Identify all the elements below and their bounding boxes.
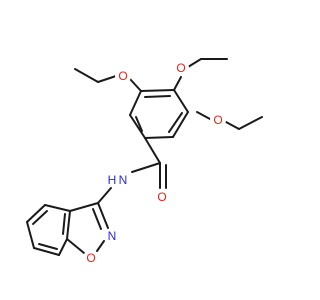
bond-otop-ring: [173, 76, 182, 91]
nitrogen-isoxazole: N: [104, 228, 120, 244]
bond-benzo-e: [58, 238, 68, 256]
bond-oright-ch2: [225, 121, 240, 130]
nitrogen-amide: H N: [108, 171, 128, 189]
bond-benzo-b: [26, 204, 46, 223]
bond-layer: [26, 58, 263, 256]
bond-ethyl-left-ch2: [97, 75, 117, 83]
bond-ring1-b: [173, 89, 189, 113]
atom-n-amide-label: N: [119, 173, 128, 187]
molecule-diagram: O O O O H N N O: [26, 58, 263, 266]
oxygen-isoxazole: O: [83, 250, 99, 266]
bond-ring1-d: [144, 136, 174, 139]
atom-o-isoxazole-label: O: [86, 251, 95, 265]
atom-o-ethoxy-top-label: O: [176, 61, 185, 75]
bond-benzo-c: [26, 221, 35, 249]
oxygen-ethoxy-left: O: [115, 68, 131, 84]
bond-c3-n2-inner: [92, 208, 102, 230]
bond-c3-n2: [97, 202, 109, 229]
bond-benzo-inner-2: [38, 243, 58, 250]
bond-carbonyl-n: [131, 162, 161, 173]
atom-o-ethoxy-right-label: O: [213, 113, 222, 127]
bond-ring1-inner-2: [168, 112, 183, 133]
bond-benzo-a: [44, 204, 71, 212]
bond-otop-ch2: [187, 58, 202, 68]
bond-ring1-inner-3: [135, 116, 143, 132]
oxygen-ethoxy-top: O: [173, 60, 189, 76]
bond-n-c3: [97, 187, 112, 204]
bond-ethyl-left-ch3: [74, 68, 99, 83]
bond-ethyl-right-ch3: [238, 116, 263, 130]
bond-ring1-inner-1: [144, 95, 171, 98]
atom-h-amide-label: H: [108, 173, 117, 187]
bond-o1-n2: [96, 240, 105, 252]
bond-ring1-a: [140, 89, 175, 92]
bond-ring-carbonyl: [144, 137, 161, 164]
bond-benzo-d: [33, 247, 60, 256]
bond-oright-ring: [196, 111, 211, 120]
bond-benzo-inner-3: [62, 213, 66, 235]
atom-o-carbonyl-label: O: [157, 190, 166, 204]
atom-layer: O O O O H N N O: [83, 60, 226, 266]
oxygen-ethoxy-right: O: [210, 112, 226, 128]
bond-ring1-e: [129, 114, 146, 139]
atom-o-ethoxy-left-label: O: [118, 69, 127, 83]
atom-n-isoxazole-label: N: [108, 229, 117, 243]
bond-c7a-o1: [66, 238, 85, 254]
bond-ring1-f: [129, 90, 142, 116]
bond-c3-c3a: [69, 202, 99, 212]
oxygen-carbonyl: O: [154, 189, 170, 205]
bond-c3a-c7a: [66, 210, 71, 240]
bond-oleft-ring: [129, 78, 142, 92]
bond-ring1-c: [172, 111, 189, 138]
bond-benzo-inner-1: [32, 210, 48, 225]
